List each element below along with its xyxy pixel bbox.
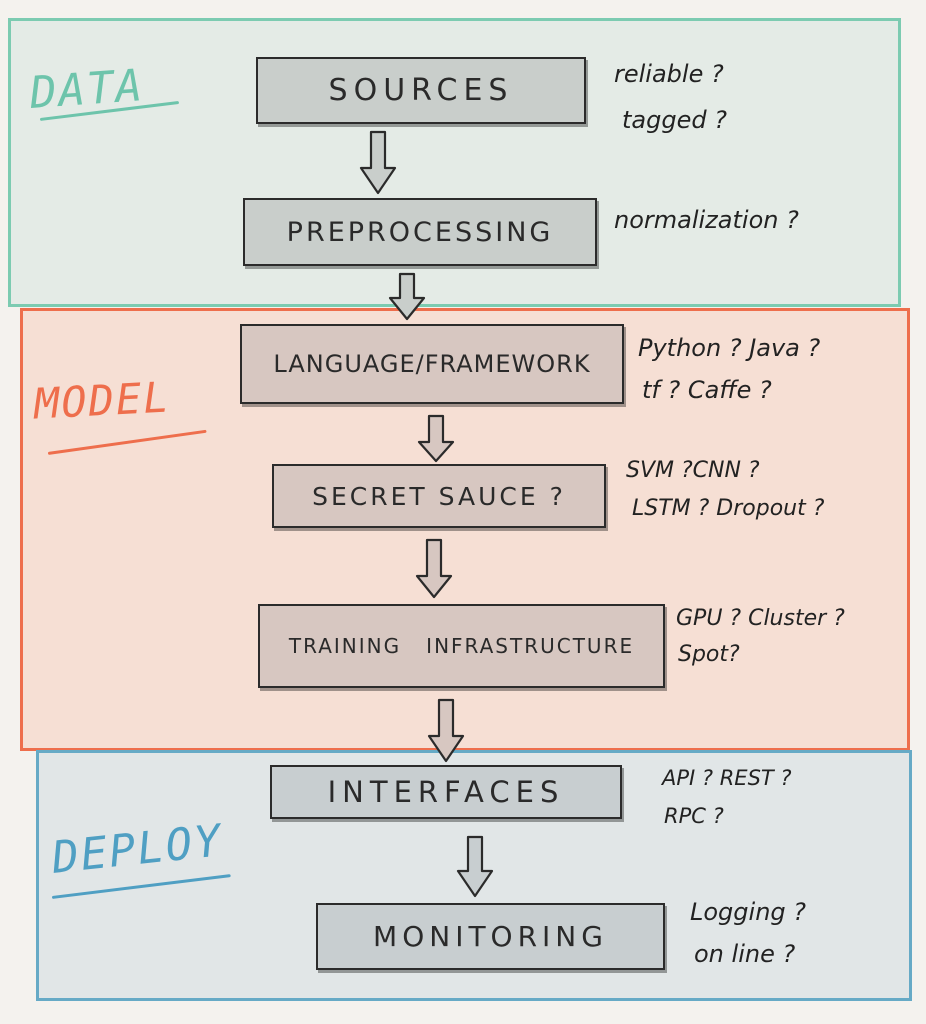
- language-framework-box-label: LANGUAGE/FRAMEWORK: [273, 350, 591, 378]
- monitoring-note-logging: Logging ?: [690, 898, 807, 926]
- arrow-language-to-secret: [416, 414, 456, 464]
- sources-box-label: SOURCES: [328, 73, 514, 108]
- secret-note-lstm-dropout: LSTM ? Dropout ?: [632, 496, 825, 521]
- preprocessing-box: PREPROCESSING: [243, 198, 597, 266]
- arrow-secret-to-training: [414, 538, 454, 600]
- sources-note-reliable: reliable ?: [614, 60, 724, 88]
- interfaces-note-api-rest: API ? REST ?: [662, 766, 792, 790]
- arrow-interfaces-to-monitoring: [455, 835, 495, 899]
- sources-box: SOURCES: [256, 57, 586, 124]
- monitoring-box-label: MONITORING: [373, 920, 608, 953]
- training-note-spot: Spot?: [678, 642, 740, 667]
- monitoring-box: MONITORING: [316, 903, 665, 970]
- model-section-label: MODEL: [32, 372, 172, 429]
- secret-sauce-box: SECRET SAUCE ?: [272, 464, 606, 528]
- interfaces-note-rpc: RPC ?: [664, 804, 724, 828]
- arrow-preprocessing-to-language: [387, 272, 427, 322]
- secret-note-svm-cnn: SVM ?CNN ?: [626, 458, 760, 483]
- language-note-python-java: Python ? Java ?: [638, 334, 821, 362]
- language-framework-box: LANGUAGE/FRAMEWORK: [240, 324, 624, 404]
- interfaces-box-label: INTERFACES: [327, 775, 565, 809]
- training-infrastructure-box-label: TRAINING INFRASTRUCTURE: [288, 634, 635, 658]
- interfaces-box: INTERFACES: [270, 765, 622, 819]
- monitoring-note-online: on line ?: [694, 940, 796, 968]
- arrow-training-to-interfaces: [426, 698, 466, 764]
- preprocessing-note-normalization: normalization ?: [614, 206, 799, 234]
- language-note-tf-caffe: tf ? Caffe ?: [642, 376, 772, 404]
- preprocessing-box-label: PREPROCESSING: [286, 216, 554, 248]
- training-infrastructure-box: TRAINING INFRASTRUCTURE: [258, 604, 665, 688]
- secret-sauce-box-label: SECRET SAUCE ?: [312, 481, 566, 511]
- sources-note-tagged: tagged ?: [622, 106, 727, 134]
- training-note-gpu-cluster: GPU ? Cluster ?: [676, 606, 845, 631]
- arrow-sources-to-preprocessing: [358, 130, 398, 196]
